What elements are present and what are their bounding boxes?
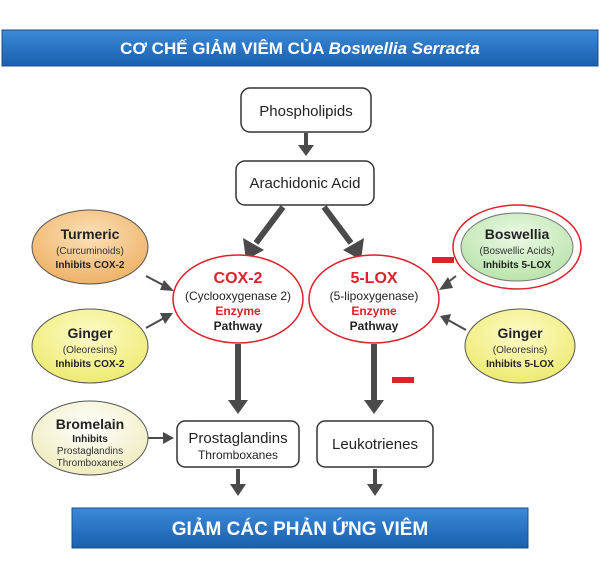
header-banner xyxy=(1,29,599,67)
arrowhead-cox2-down xyxy=(228,400,248,414)
arrowhead-leukotrienes-down xyxy=(367,484,383,496)
bromelain-action: Inhibits xyxy=(72,434,108,445)
cox2-name: COX-2 xyxy=(214,270,263,287)
cox2-full: (Cyclooxygenase 2) xyxy=(185,289,291,303)
cox2-enzyme: Enzyme xyxy=(215,304,261,318)
phospholipids-label: Phospholipids xyxy=(259,103,352,120)
prostaglandins-label: Prostaglandins xyxy=(188,430,287,447)
ginger-right-sub: (Oleoresins) xyxy=(493,345,547,356)
boswellia-sub: (Boswellic Acids) xyxy=(479,246,554,257)
5lox-ellipse xyxy=(308,254,440,344)
5lox-name: 5-LOX xyxy=(350,270,397,287)
turmeric-ellipse xyxy=(31,209,149,285)
arrowhead-ginger-right xyxy=(440,314,451,326)
arrowhead-turmeric xyxy=(160,280,174,291)
turmeric-action: Inhibits COX-2 xyxy=(56,260,125,271)
bromelain-name: Bromelain xyxy=(56,416,124,432)
thromboxanes-label: Thromboxanes xyxy=(198,448,278,462)
arachidonic-acid-box xyxy=(235,160,375,206)
footer-banner xyxy=(71,507,529,549)
ginger-left-sub: (Oleoresins) xyxy=(63,345,117,356)
arachidonic-acid-label: Arachidonic Acid xyxy=(250,175,361,192)
header-title: CƠ CHẾ GIẢM VIÊM CỦA Boswellia Serracta xyxy=(120,39,480,58)
leukotrienes-box xyxy=(316,420,434,468)
ginger-left-action: Inhibits COX-2 xyxy=(56,359,125,370)
arrow-to-cox2 xyxy=(253,205,286,245)
ginger-left-name: Ginger xyxy=(67,325,113,341)
arrow-turmeric-to-cox2 xyxy=(145,275,166,287)
ginger-right-name: Ginger xyxy=(497,325,543,341)
boswellia-ellipse xyxy=(460,212,574,282)
ginger-right-ellipse xyxy=(464,308,576,384)
cox2-ellipse xyxy=(172,254,304,344)
ginger-right-action: Inhibits 5-LOX xyxy=(486,359,554,370)
arrow-to-5lox xyxy=(321,205,354,245)
boswellia-name: Boswellia xyxy=(485,226,550,242)
5lox-enzyme: Enzyme xyxy=(351,304,397,318)
arrow-ginger-left-to-cox2 xyxy=(145,317,165,329)
arrowhead-5lox xyxy=(343,238,364,260)
arrowhead-boswellia xyxy=(439,277,453,290)
arrowhead-phospho xyxy=(298,145,314,156)
minus-mark-leukotrienes xyxy=(392,377,414,383)
ginger-left-ellipse xyxy=(31,308,149,384)
prostaglandins-box xyxy=(176,420,300,468)
bromelain-sub1: Prostaglandins xyxy=(57,446,123,457)
arrowhead-prostaglandins-down xyxy=(230,484,246,496)
turmeric-name: Turmeric xyxy=(61,226,120,242)
footer-text: GIẢM CÁC PHẢN ỨNG VIÊM xyxy=(172,518,428,540)
phospholipids-box xyxy=(240,87,372,133)
5lox-pathway: Pathway xyxy=(350,319,399,333)
arrow-ginger-right-to-5lox xyxy=(447,319,467,331)
leukotrienes-label: Leukotrienes xyxy=(332,436,418,453)
boswellia-highlight-ring xyxy=(452,204,582,290)
arrowhead-cox2 xyxy=(243,238,264,260)
arrowhead-bromelain xyxy=(163,432,174,444)
arrowhead-ginger-left xyxy=(160,313,173,324)
boswellia-action: Inhibits 5-LOX xyxy=(483,260,551,271)
minus-mark-boswellia xyxy=(432,257,454,263)
turmeric-sub: (Curcuminoids) xyxy=(56,246,124,257)
cox2-pathway: Pathway xyxy=(214,319,263,333)
5lox-full: (5-lipoxygenase) xyxy=(330,289,419,303)
arrowhead-5lox-down xyxy=(364,400,384,414)
bromelain-sub2: Thromboxanes xyxy=(57,458,124,469)
